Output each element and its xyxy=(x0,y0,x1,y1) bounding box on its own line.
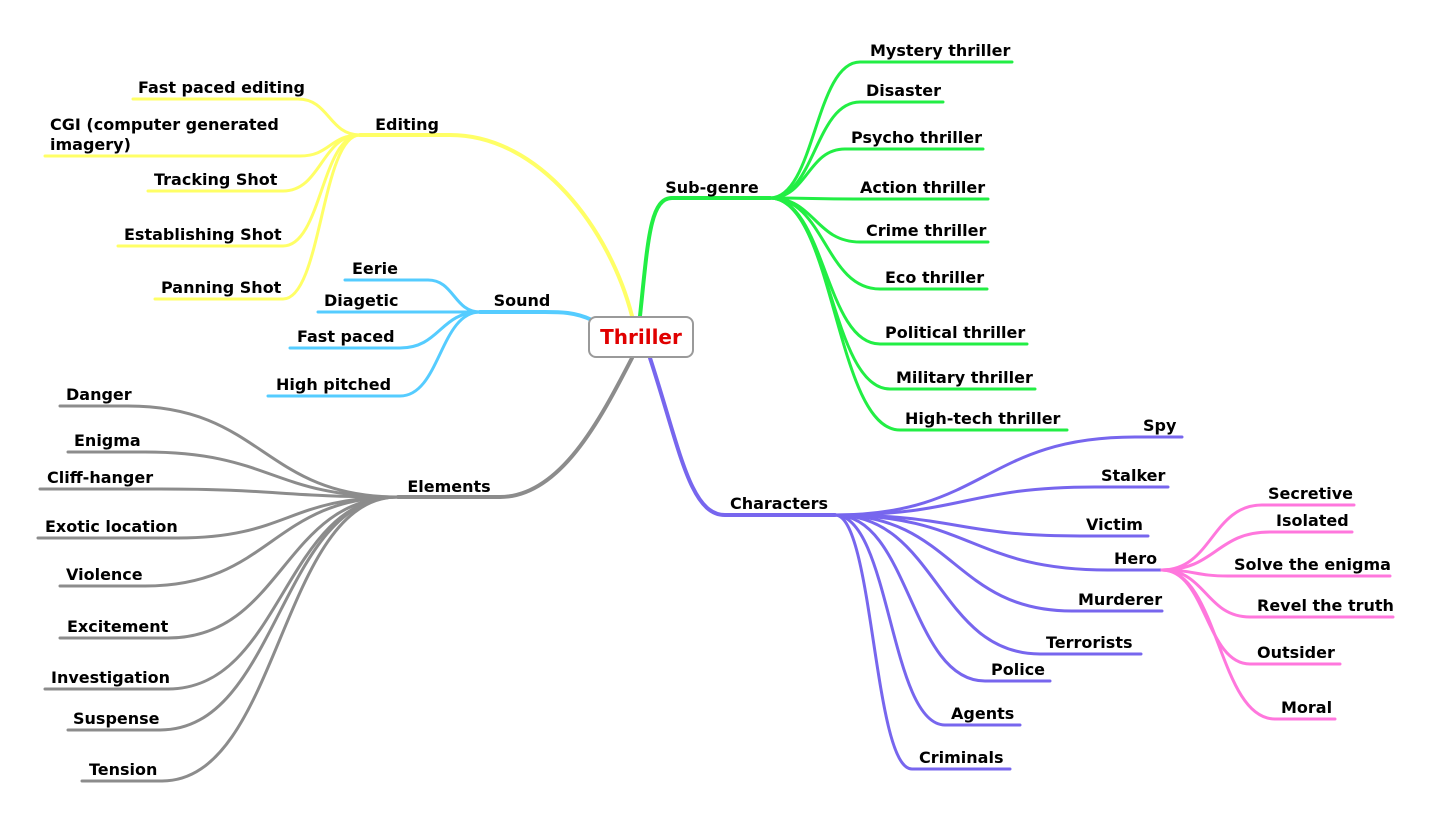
node-subgenre-action-thriller[interactable]: Action thriller xyxy=(860,178,985,197)
edge-elements-tension xyxy=(80,495,400,783)
node-characters-victim[interactable]: Victim xyxy=(1086,515,1143,534)
node-elements-danger[interactable]: Danger xyxy=(66,385,132,404)
edge-editing-tracking-shot xyxy=(146,133,362,193)
edge-characters-hero xyxy=(833,513,1164,572)
node-subgenre-eco-thriller[interactable]: Eco thriller xyxy=(885,268,984,287)
node-hero-secretive[interactable]: Secretive xyxy=(1268,484,1353,503)
node-editing-panning-shot[interactable]: Panning Shot xyxy=(161,278,282,297)
node-elements-investigation[interactable]: Investigation xyxy=(51,668,170,687)
edge-root-elements xyxy=(396,356,634,499)
node-subgenre-political-thriller[interactable]: Political thriller xyxy=(885,323,1025,342)
node-characters-spy[interactable]: Spy xyxy=(1143,416,1177,435)
node-hero-moral[interactable]: Moral xyxy=(1281,698,1332,717)
edge-sound-high-pitched xyxy=(266,310,482,398)
node-subgenre-disaster[interactable]: Disaster xyxy=(866,81,941,100)
node-subgenre-crime-thriller[interactable]: Crime thriller xyxy=(866,221,986,240)
edge-subgenre-action-thriller xyxy=(768,196,990,201)
edge-characters-criminals xyxy=(833,513,1012,771)
edge-editing-panning-shot xyxy=(153,133,362,301)
edge-root-editing xyxy=(358,133,634,318)
edge-elements-danger xyxy=(58,404,400,499)
node-elements-suspense[interactable]: Suspense xyxy=(73,709,160,728)
node-editing-establishing-shot[interactable]: Establishing Shot xyxy=(124,225,282,244)
node-hero-solve-the-enigma[interactable]: Solve the enigma xyxy=(1234,555,1391,574)
root-node[interactable]: Thriller xyxy=(588,316,694,358)
node-elements-exotic-location[interactable]: Exotic location xyxy=(45,517,178,536)
edge-editing-fast-paced-editing xyxy=(131,97,362,137)
edge-hero-isolated xyxy=(1160,530,1354,572)
node-sound-diagetic[interactable]: Diagetic xyxy=(324,291,398,310)
edge-elements-violence xyxy=(58,495,400,588)
node-subgenre-military-thriller[interactable]: Military thriller xyxy=(896,368,1033,387)
node-elements-tension[interactable]: Tension xyxy=(89,760,157,779)
edge-sound-fast-paced xyxy=(288,310,482,350)
node-elements-cliff-hanger[interactable]: Cliff-hanger xyxy=(47,468,153,487)
node-characters-agents[interactable]: Agents xyxy=(951,704,1014,723)
node-editing-fast-paced-editing[interactable]: Fast paced editing xyxy=(138,78,305,97)
edge-editing-establishing-shot xyxy=(116,133,362,248)
node-elements-excitement[interactable]: Excitement xyxy=(67,617,169,636)
branch-characters[interactable]: Characters xyxy=(730,494,828,513)
node-hero-isolated[interactable]: Isolated xyxy=(1276,511,1349,530)
node-subgenre-high-tech-thriller[interactable]: High-tech thriller xyxy=(905,409,1061,428)
edge-subgenre-high-tech-thriller xyxy=(768,196,1069,432)
edge-root-subgenre xyxy=(638,196,772,318)
edge-hero-secretive xyxy=(1160,503,1356,572)
node-elements-enigma[interactable]: Enigma xyxy=(74,431,141,450)
node-elements-violence[interactable]: Violence xyxy=(66,565,143,584)
edge-elements-cliff-hanger xyxy=(38,487,400,499)
node-characters-murderer[interactable]: Murderer xyxy=(1078,590,1162,609)
node-subgenre-mystery-thriller[interactable]: Mystery thriller xyxy=(870,41,1011,60)
branch-editing[interactable]: Editing xyxy=(375,115,439,134)
edge-hero-moral xyxy=(1160,568,1337,721)
node-characters-police[interactable]: Police xyxy=(991,660,1045,679)
edge-elements-suspense xyxy=(66,495,400,732)
node-hero-outsider[interactable]: Outsider xyxy=(1257,643,1335,662)
edge-characters-spy xyxy=(833,435,1184,517)
node-characters-terrorists[interactable]: Terrorists xyxy=(1046,633,1132,652)
edge-subgenre-mystery-thriller xyxy=(768,60,1014,200)
node-sound-eerie[interactable]: Eerie xyxy=(352,259,398,278)
node-sound-fast-paced[interactable]: Fast paced xyxy=(297,327,395,346)
node-hero-revel-the-truth[interactable]: Revel the truth xyxy=(1257,596,1394,615)
node-characters-stalker[interactable]: Stalker xyxy=(1101,466,1166,485)
edge-root-sound xyxy=(478,310,594,322)
edge-subgenre-psycho-thriller xyxy=(768,147,985,200)
node-editing-tracking-shot[interactable]: Tracking Shot xyxy=(154,170,278,189)
branch-elements[interactable]: Elements xyxy=(407,477,490,496)
node-subgenre-psycho-thriller[interactable]: Psycho thriller xyxy=(851,128,982,147)
branch-subgenre[interactable]: Sub-genre xyxy=(665,178,759,197)
edge-elements-enigma xyxy=(66,450,400,499)
edge-elements-excitement xyxy=(58,495,400,640)
node-characters-hero[interactable]: Hero xyxy=(1114,549,1157,568)
edge-root-characters xyxy=(648,356,837,517)
branch-sound[interactable]: Sound xyxy=(494,291,551,310)
edge-characters-murderer xyxy=(833,513,1164,613)
edge-characters-terrorists xyxy=(833,513,1143,656)
edge-characters-agents xyxy=(833,513,1022,727)
node-characters-criminals[interactable]: Criminals xyxy=(919,748,1003,767)
root-node-label: Thriller xyxy=(600,325,682,349)
edge-subgenre-eco-thriller xyxy=(768,196,989,291)
node-sound-high-pitched[interactable]: High pitched xyxy=(276,375,391,394)
edge-characters-stalker xyxy=(833,485,1170,517)
edge-characters-police xyxy=(833,513,1052,683)
